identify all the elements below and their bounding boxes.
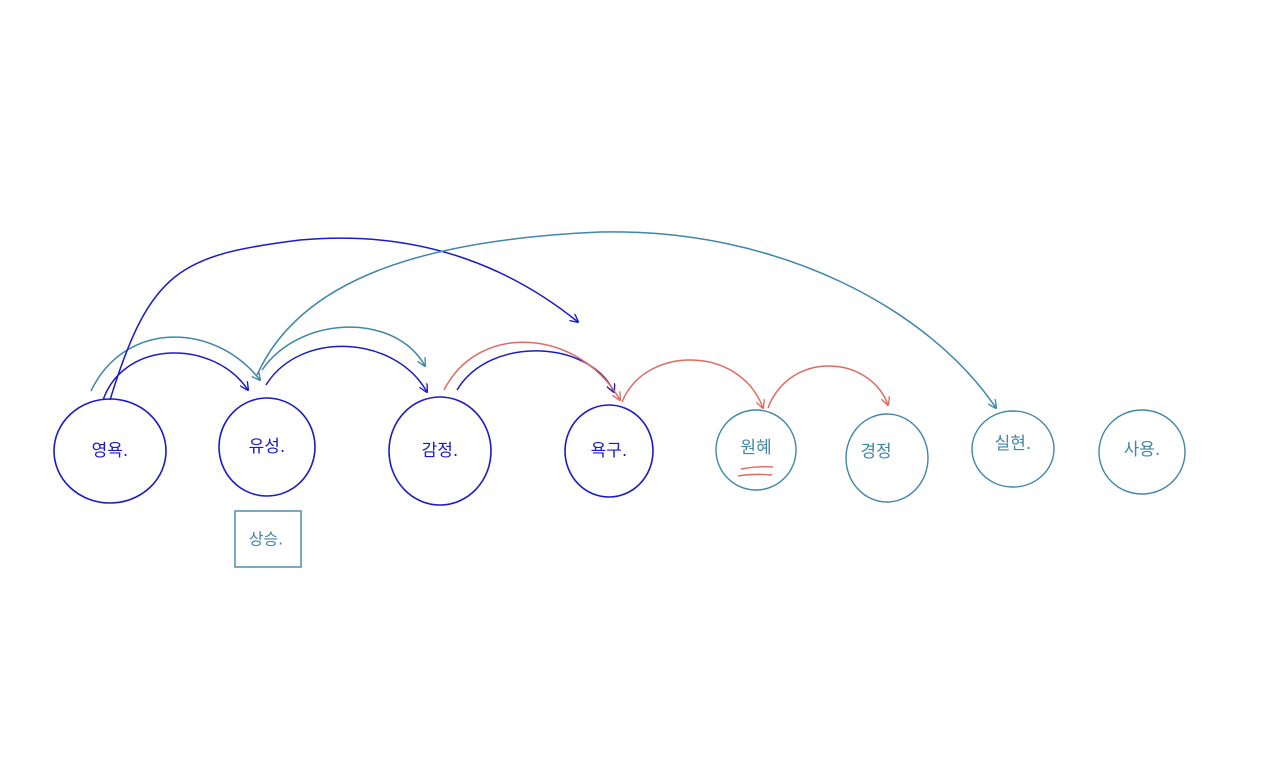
note-box[interactable]: 상승. xyxy=(234,510,302,568)
edge-layer xyxy=(90,231,996,409)
node-label: 영욕. xyxy=(92,441,129,461)
node-n4[interactable]: 욕구. xyxy=(564,404,654,498)
edge-n1-to-n2-navy xyxy=(102,352,248,401)
node-n7[interactable]: 실현. xyxy=(971,410,1055,488)
node-circle xyxy=(845,413,929,503)
node-label: 원혜 xyxy=(740,438,771,458)
node-label: 사용. xyxy=(1124,440,1161,460)
node-label: 감정. xyxy=(422,441,459,461)
edge-n3-to-n4-navy xyxy=(456,350,614,392)
edge-n5-to-n6-red xyxy=(767,365,888,409)
node-circle xyxy=(1098,409,1186,495)
edge-n3-to-n4-red xyxy=(443,341,620,400)
node-underline xyxy=(740,465,774,470)
node-n1[interactable]: 영욕. xyxy=(53,398,167,504)
edge-n4-to-n5-red xyxy=(621,359,763,408)
node-label: 욕구. xyxy=(591,441,628,461)
edge-n2-to-n7-teal xyxy=(256,231,996,408)
node-label: 유성. xyxy=(249,437,286,457)
node-layer: 영욕. 유성. 감정. 욕구. 원혜 경정 실현. xyxy=(53,396,1186,506)
node-label: 경정 xyxy=(860,442,891,462)
node-label: 실현. xyxy=(995,434,1032,454)
node-n2[interactable]: 유성. xyxy=(218,397,316,497)
node-n8[interactable]: 사용. xyxy=(1098,409,1186,495)
node-circle xyxy=(218,397,316,497)
node-circle xyxy=(715,409,797,491)
node-n6[interactable]: 경정 xyxy=(845,413,929,503)
node-underline xyxy=(737,473,773,477)
edge-n2-to-n3-teal xyxy=(261,326,425,371)
node-circle xyxy=(53,398,167,504)
note-rect xyxy=(234,510,302,568)
node-circle xyxy=(564,404,654,498)
node-n5[interactable]: 원혜 xyxy=(715,409,797,491)
edge-n2-to-n3-navy xyxy=(265,345,427,392)
node-circle xyxy=(388,396,492,506)
node-n3[interactable]: 감정. xyxy=(388,396,492,506)
edge-n1-to-n4-navy xyxy=(109,237,578,401)
note-label: 상승. xyxy=(249,530,284,549)
edge-n1-to-n2-teal xyxy=(90,336,260,392)
node-circle xyxy=(971,410,1055,488)
